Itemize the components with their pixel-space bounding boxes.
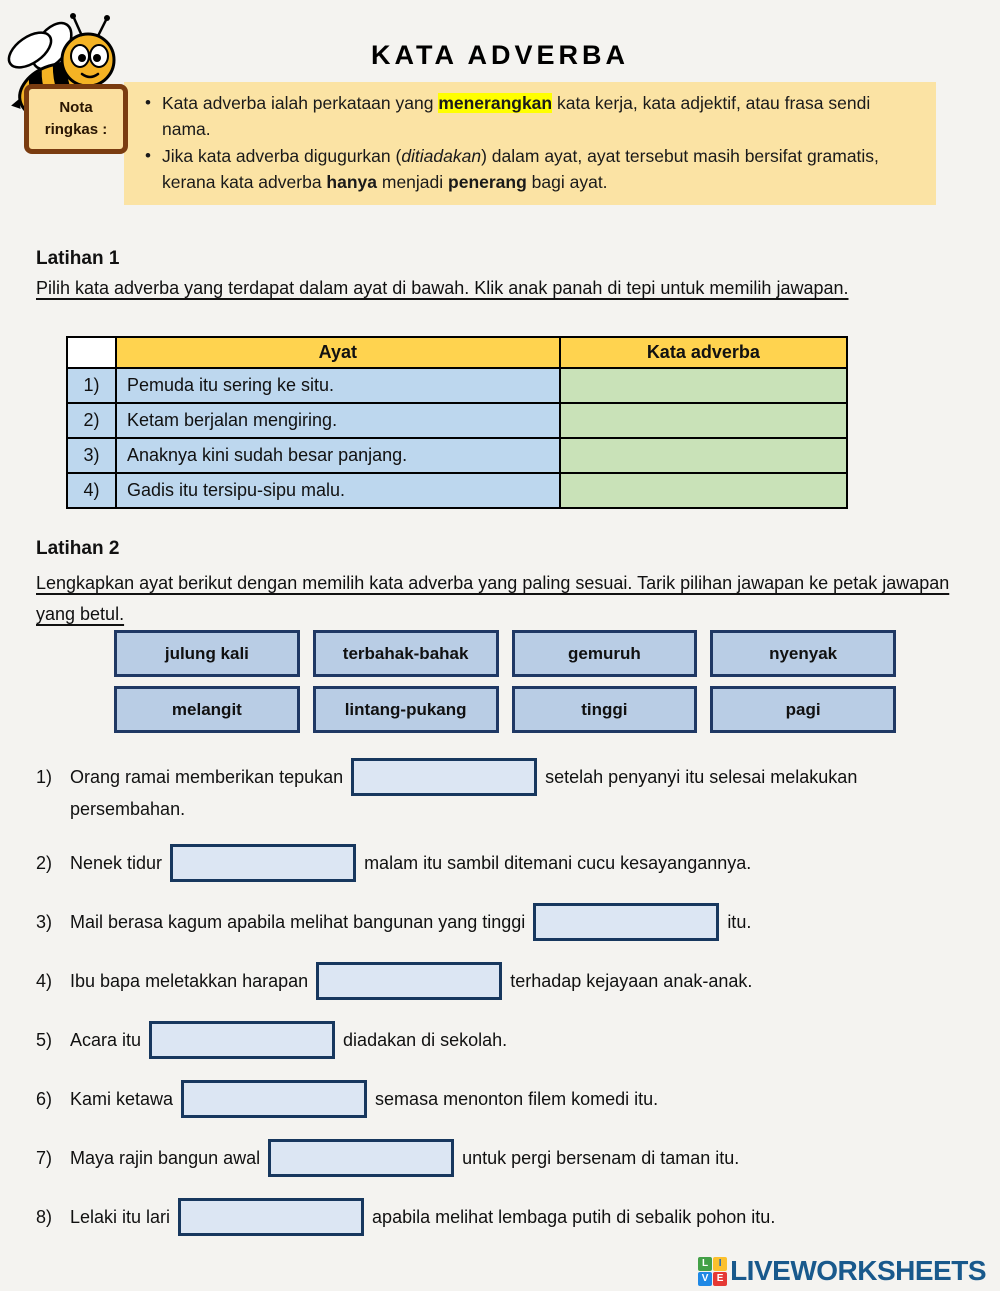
word-bank-item[interactable]: nyenyak bbox=[710, 630, 896, 677]
latihan1-heading: Latihan 1 bbox=[36, 248, 120, 269]
row-sentence: Ketam berjalan mengiring. bbox=[114, 402, 561, 439]
word-bank-item[interactable]: julung kali bbox=[114, 630, 300, 677]
nota-ringkas-box: Nota ringkas : bbox=[24, 84, 128, 154]
note-bullet-1-text: Kata adverba ialah perkataan yang menera… bbox=[162, 93, 871, 140]
table-row: 1) Pemuda itu sering ke situ. bbox=[66, 367, 849, 404]
sentence-item: 4) Ibu bapa meletakkan harapan terhadap ke… bbox=[36, 962, 976, 1000]
answer-blank[interactable] bbox=[149, 1021, 336, 1059]
answer-blank[interactable] bbox=[351, 758, 538, 796]
sentence-text-after: untuk pergi bersenam di taman itu. bbox=[462, 1148, 740, 1168]
answer-blank[interactable] bbox=[178, 1198, 365, 1236]
note-bullet-1: • Kata adverba ialah perkataan yang mene… bbox=[134, 90, 922, 143]
row-number: 4) bbox=[66, 472, 117, 509]
word-bank-item[interactable]: terbahak-bahak bbox=[312, 630, 499, 677]
word-bank-item[interactable]: lintang-pukang bbox=[312, 686, 499, 733]
table-row: 4) Gadis itu tersipu-sipu malu. bbox=[66, 472, 849, 509]
liveworksheets-logo-icon: L I V E bbox=[698, 1256, 728, 1286]
sentence-number: 2) bbox=[36, 853, 53, 873]
sentence-text-before: Maya rajin bangun awal bbox=[70, 1148, 261, 1168]
answer-dropdown-cell[interactable] bbox=[558, 402, 849, 439]
brand-wordmark: LIVEWORKSHEETS bbox=[730, 1255, 986, 1286]
answer-dropdown-cell[interactable] bbox=[558, 472, 849, 509]
table-row: 3) Anaknya kini sudah besar panjang. bbox=[66, 437, 849, 474]
sentence-text-after: malam itu sambil ditemani cucu kesayanga… bbox=[364, 853, 752, 873]
sentence-item: 3) Mail berasa kagum apabila melihat bang… bbox=[36, 903, 976, 941]
sentence-item: 2) Nenek tidur malam itu sambil ditemani c… bbox=[36, 844, 976, 882]
sentence-number: 3) bbox=[36, 912, 53, 932]
sentence-text-after: itu. bbox=[727, 912, 752, 932]
answer-dropdown-cell[interactable] bbox=[558, 437, 849, 474]
word-bank-item[interactable]: pagi bbox=[710, 686, 896, 733]
answer-blank[interactable] bbox=[268, 1139, 455, 1177]
sentence-text-after: apabila melihat lembaga putih di sebalik… bbox=[372, 1207, 776, 1227]
logo-square-l: L bbox=[698, 1256, 713, 1271]
sentence-text-after: semasa menonton filem komedi itu. bbox=[375, 1089, 659, 1109]
word-bank-item[interactable]: melangit bbox=[114, 686, 300, 733]
sentence-number: 6) bbox=[36, 1089, 53, 1109]
bullet-dot: • bbox=[145, 93, 151, 112]
nota-label-line2: ringkas : bbox=[44, 121, 108, 138]
word-bank: julung kali terbahak-bahak gemuruh nyeny… bbox=[114, 630, 896, 733]
word-bank-item[interactable]: tinggi bbox=[511, 686, 698, 733]
row-sentence: Gadis itu tersipu-sipu malu. bbox=[114, 472, 561, 509]
answer-blank[interactable] bbox=[170, 844, 357, 882]
sentence-text-before: Mail berasa kagum apabila melihat bangun… bbox=[70, 912, 526, 932]
page-title: KATA ADVERBA bbox=[371, 40, 629, 70]
sentence-number: 7) bbox=[36, 1148, 53, 1168]
sentence-number: 4) bbox=[36, 971, 53, 991]
header-ayat: Ayat bbox=[114, 336, 561, 369]
table-header-row: Ayat Kata adverba bbox=[66, 336, 849, 369]
sentence-text-after: setelah penyanyi itu selesai melakukan p… bbox=[70, 767, 858, 819]
row-number: 1) bbox=[66, 367, 117, 404]
note-bullet-2-text: Jika kata adverba digugurkan (ditiadakan… bbox=[162, 145, 879, 192]
highlighted-word: menerangkan bbox=[438, 93, 553, 113]
sentence-text-before: Nenek tidur bbox=[70, 853, 163, 873]
answer-dropdown-cell[interactable] bbox=[558, 367, 849, 404]
row-number: 3) bbox=[66, 437, 117, 474]
sentence-number: 8) bbox=[36, 1207, 53, 1227]
note-panel: • Kata adverba ialah perkataan yang mene… bbox=[124, 82, 936, 205]
answer-blank[interactable] bbox=[533, 903, 720, 941]
nota-label-line1: Nota bbox=[59, 98, 93, 116]
sentence-text-after: terhadap kejayaan anak-anak. bbox=[510, 971, 753, 991]
word-bank-item[interactable]: gemuruh bbox=[511, 630, 698, 677]
sentence-text-after: diadakan di sekolah. bbox=[343, 1030, 508, 1050]
row-number: 2) bbox=[66, 402, 117, 439]
table-row: 2) Ketam berjalan mengiring. bbox=[66, 402, 849, 439]
header-kata-adverba: Kata adverba bbox=[558, 336, 849, 369]
sentence-text-before: Kami ketawa bbox=[70, 1089, 174, 1109]
row-sentence: Anaknya kini sudah besar panjang. bbox=[114, 437, 561, 474]
sentence-text-before: Ibu bapa meletakkan harapan bbox=[70, 971, 309, 991]
sentence-item: 6) Kami ketawa semasa menonton filem komed… bbox=[36, 1080, 976, 1118]
latihan2-heading: Latihan 2 bbox=[36, 538, 120, 559]
note-bullet-2: • Jika kata adverba digugurkan (ditiadak… bbox=[134, 143, 922, 196]
bullet-dot: • bbox=[145, 145, 151, 165]
sentence-number: 5) bbox=[36, 1030, 53, 1050]
row-sentence: Pemuda itu sering ke situ. bbox=[114, 367, 561, 404]
latihan1-instruction: Pilih kata adverba yang terdapat dalam a… bbox=[36, 278, 849, 298]
logo-square-v: V bbox=[698, 1271, 713, 1286]
sentence-text-before: Acara itu bbox=[70, 1030, 142, 1050]
sentence-item: 8) Lelaki itu lari apabila melihat lembaga… bbox=[36, 1198, 976, 1236]
answer-blank[interactable] bbox=[316, 962, 503, 1000]
latihan2-instruction: Lengkapkan ayat berikut dengan memilih k… bbox=[36, 573, 950, 624]
liveworksheets-brand: L I V E LIVEWORKSHEETS bbox=[698, 1255, 986, 1287]
logo-square-i: I bbox=[713, 1256, 728, 1271]
sentence-text-before: Lelaki itu lari bbox=[70, 1207, 171, 1227]
logo-square-e: E bbox=[713, 1271, 728, 1286]
empty-header-cell bbox=[66, 336, 117, 369]
sentence-item: 5) Acara itu diadakan di sekolah. bbox=[36, 1021, 976, 1059]
answer-blank[interactable] bbox=[181, 1080, 368, 1118]
latihan1-table: Ayat Kata adverba 1) Pemuda itu sering k… bbox=[66, 336, 849, 509]
sentence-text-before: Orang ramai memberikan tepukan bbox=[70, 767, 344, 787]
sentence-number: 1) bbox=[36, 767, 53, 787]
sentence-item: 7) Maya rajin bangun awal untuk pergi bers… bbox=[36, 1139, 976, 1177]
